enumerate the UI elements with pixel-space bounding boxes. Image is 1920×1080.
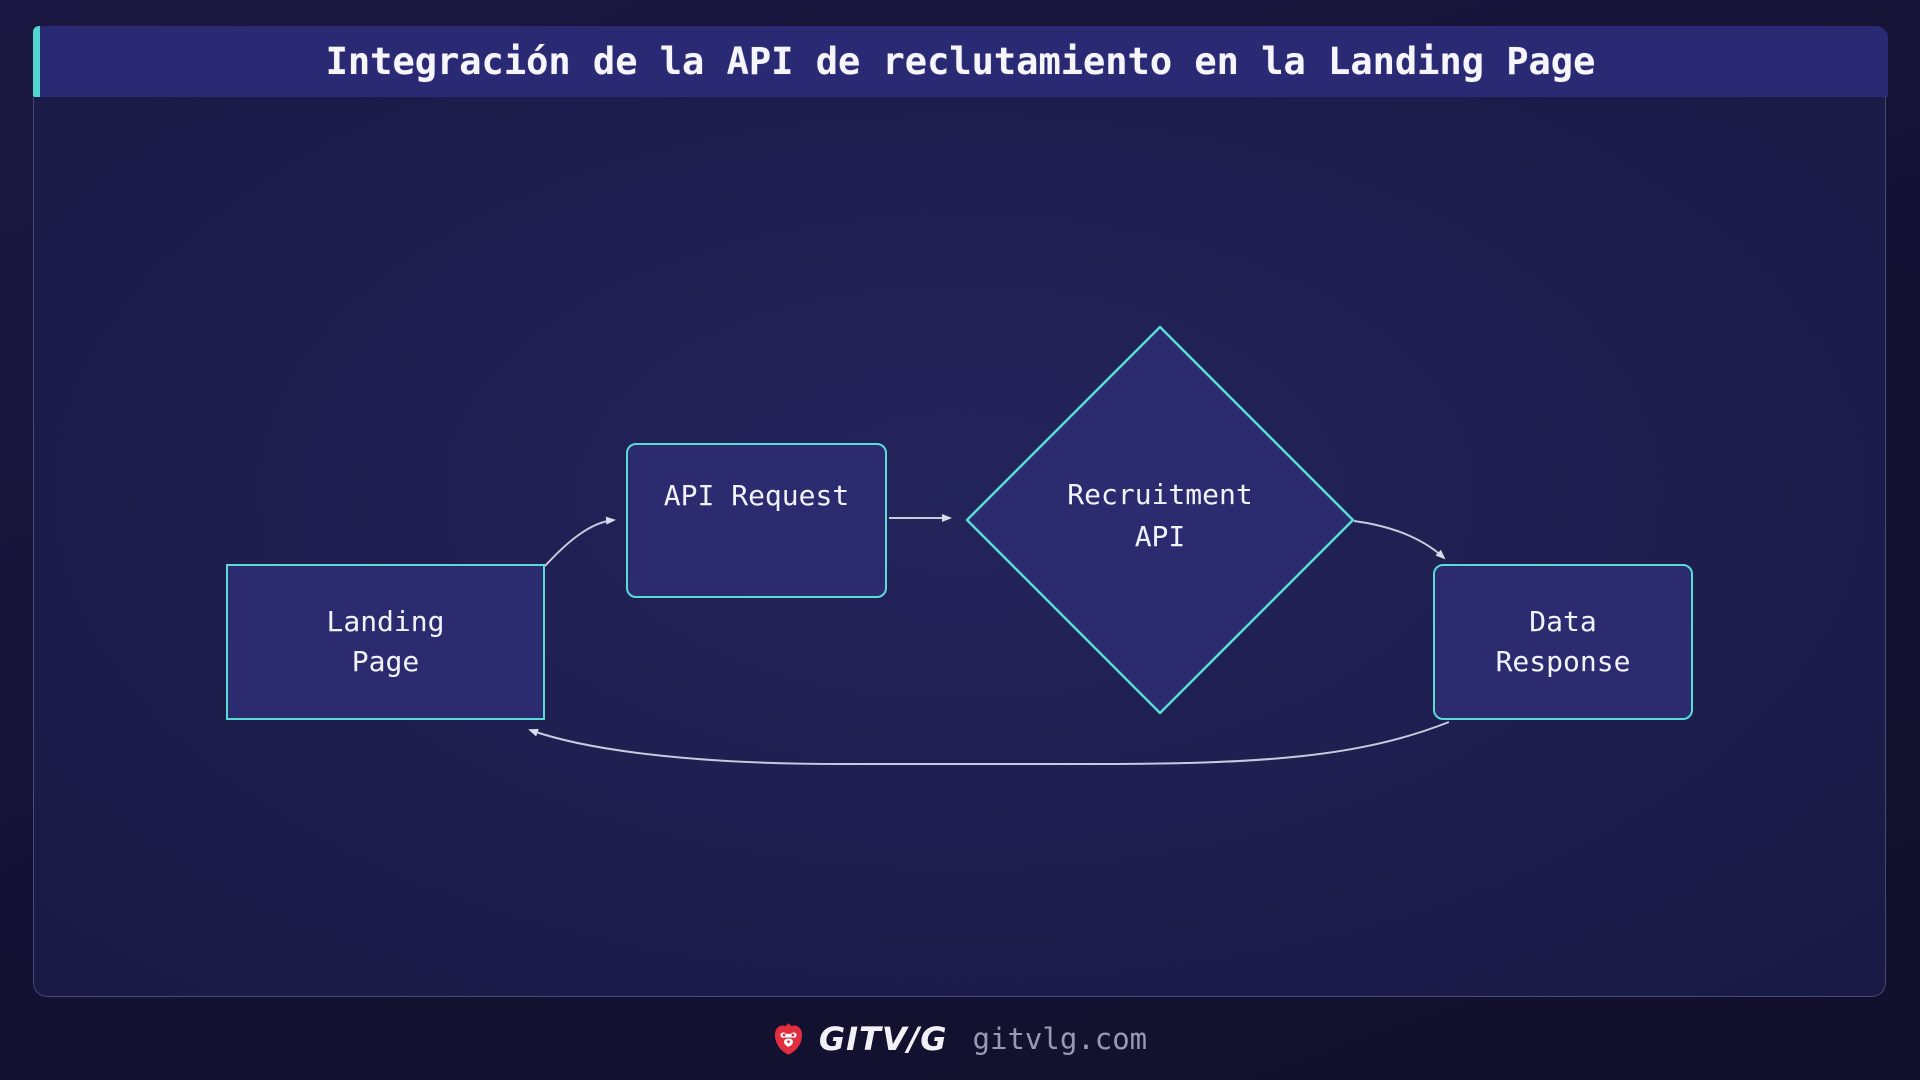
edge-data-response-to-landing	[528, 721, 1450, 765]
diagram-panel	[33, 26, 1886, 997]
title-accent-bar	[33, 26, 40, 97]
node-recruitment-api-label-line1: Recruitment	[1067, 478, 1253, 511]
node-data-response: Data Response	[1433, 564, 1693, 720]
edge-landing-to-api-request	[544, 516, 616, 567]
edge-recruitment-to-data-response	[1353, 520, 1446, 560]
diagram-title: Integración de la API de reclutamiento e…	[325, 40, 1596, 83]
node-api-request-label: API Request	[663, 478, 850, 512]
node-landing-page-label-line1: Landing	[326, 605, 445, 638]
footer-branding: GITV/G gitvlg.com	[0, 997, 1920, 1080]
node-data-response-label-line1: Data	[1529, 605, 1597, 638]
title-bar: Integración de la API de reclutamiento e…	[33, 26, 1888, 97]
node-recruitment-api-label-line2: API	[1134, 520, 1186, 553]
node-recruitment-api: Recruitment API	[1010, 466, 1310, 566]
lion-shield-icon	[774, 1022, 802, 1055]
recruitment-api-diamond-shape	[965, 325, 1355, 715]
brand-domain: gitvlg.com	[972, 1021, 1148, 1056]
node-data-response-label-line2: Response	[1495, 645, 1631, 678]
node-api-request: API Request	[626, 443, 887, 598]
brand-name: GITV/G	[818, 1019, 948, 1058]
node-landing-page: Landing Page	[226, 564, 545, 720]
node-landing-page-label-line2: Page	[351, 645, 420, 678]
